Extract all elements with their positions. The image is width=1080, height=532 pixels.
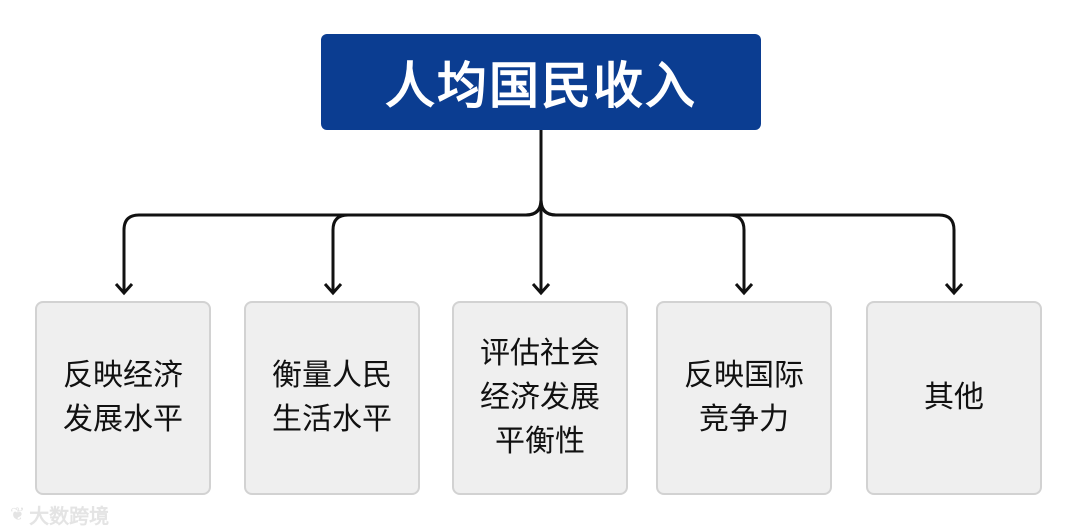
watermark: ❦ 大数跨境 <box>10 500 109 529</box>
arrow-head-4 <box>734 283 754 296</box>
child-label-2: 衡量人民生活水平 <box>272 358 392 437</box>
child-node-1: 反映经济发展水平 <box>35 301 211 495</box>
arrow-head-3 <box>531 283 551 296</box>
branch-line-2 <box>331 199 543 292</box>
child-label-1: 反映经济发展水平 <box>63 358 183 437</box>
child-label-4: 反映国际竞争力 <box>684 358 804 437</box>
child-node-3: 评估社会经济发展平衡性 <box>452 301 628 495</box>
child-node-5: 其他 <box>866 301 1042 495</box>
watermark-text: 大数跨境 <box>29 504 110 528</box>
arrow-head-2 <box>323 283 343 296</box>
branch-line-5 <box>539 199 956 292</box>
child-node-4: 反映国际竞争力 <box>656 301 832 495</box>
arrow-head-5 <box>944 283 964 296</box>
child-label-5: 其他 <box>924 380 984 415</box>
child-label-3: 评估社会经济发展平衡性 <box>480 336 600 459</box>
arrow-head-1 <box>114 283 134 296</box>
root-label: 人均国民收入 <box>385 57 697 115</box>
root-node: 人均国民收入 <box>321 34 761 130</box>
leaf-logo-icon: ❦ <box>10 504 26 525</box>
child-node-2: 衡量人民生活水平 <box>244 301 420 495</box>
